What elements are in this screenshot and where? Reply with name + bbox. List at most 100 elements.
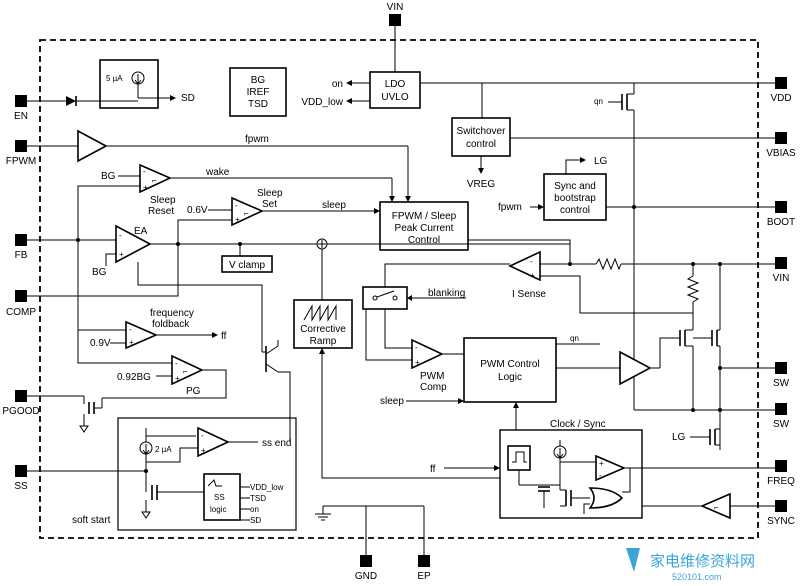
svg-text:-: - bbox=[530, 257, 533, 266]
en-diode bbox=[27, 96, 138, 106]
sync-bootstrap-line3: control bbox=[560, 205, 590, 216]
pin-vbias-label: VBIAS bbox=[766, 148, 796, 159]
svg-text:+: + bbox=[235, 215, 240, 224]
pin-comp: COMP bbox=[6, 290, 36, 318]
pin-freq: FREQ bbox=[767, 460, 795, 487]
summing-junction bbox=[316, 238, 570, 300]
lg-low-switch: LG bbox=[672, 428, 720, 446]
soft-start-current: 2 µA bbox=[155, 445, 172, 454]
ss-logic-line1: SS bbox=[214, 493, 225, 502]
ground-symbol-icon bbox=[315, 505, 425, 555]
pin-vbias: VBIAS bbox=[766, 132, 796, 159]
current-source-value: 5 µA bbox=[106, 74, 123, 83]
low-side-mosfet-top bbox=[693, 264, 721, 450]
pin-ss-label: SS bbox=[14, 481, 28, 492]
pin-fpwm-label: FPWM bbox=[6, 156, 37, 167]
sync-bootstrap-block: Sync and bootstrap control LG fpwm bbox=[498, 156, 775, 221]
pg-label: PG bbox=[186, 386, 201, 397]
sleep-set-comparator: 0.6V - + ⌐ Sleep Set sleep bbox=[177, 188, 380, 246]
pin-vdd-label: VDD bbox=[770, 93, 791, 104]
ea-label: EA bbox=[134, 226, 148, 237]
svg-text:+: + bbox=[415, 358, 420, 367]
pin-boot-label: BOOT bbox=[767, 217, 795, 228]
pgood-transistor bbox=[27, 395, 103, 433]
sleep-pwm-label: sleep bbox=[380, 396, 404, 407]
pin-fb: FB bbox=[15, 234, 28, 261]
pin-boot: BOOT bbox=[767, 201, 795, 228]
svg-text:-: - bbox=[201, 431, 204, 440]
sleep-reset-line1: Sleep bbox=[150, 195, 176, 206]
watermark-url: 520101.com bbox=[672, 572, 722, 582]
switchover-control-block: Switchover control VREG bbox=[451, 83, 775, 190]
watermark: 家电维修资料网 520101.com bbox=[626, 548, 755, 582]
fpwm-sleep-line2: Peak Current bbox=[395, 223, 454, 234]
ldo-vdd-low-label: VDD_low bbox=[301, 97, 343, 108]
ss-logic-line2: logic bbox=[210, 505, 226, 514]
svg-text:-: - bbox=[235, 201, 238, 210]
ff-label: ff bbox=[221, 331, 227, 342]
svg-text:-: - bbox=[129, 325, 132, 334]
pin-vin-top: VIN bbox=[387, 2, 403, 26]
sync-bootstrap-line2: bootstrap bbox=[554, 193, 596, 204]
blanking-switch: blanking bbox=[362, 263, 510, 361]
fpwm-sync-label: fpwm bbox=[498, 202, 522, 213]
pin-fpwm: FPWM bbox=[6, 140, 37, 167]
freq-foldback-line2: foldback bbox=[152, 319, 190, 330]
fpwm-buffer: fpwm bbox=[27, 129, 411, 202]
svg-text:⌐: ⌐ bbox=[183, 367, 188, 376]
pin-pgood-label: PGOOD bbox=[2, 406, 39, 417]
pin-vdd: VDD bbox=[770, 77, 792, 104]
watermark-text: 家电维修资料网 bbox=[650, 553, 755, 570]
fpwm-signal-label: fpwm bbox=[245, 134, 269, 145]
pin-vin-right-label: VIN bbox=[773, 273, 790, 284]
svg-text:+: + bbox=[175, 374, 180, 383]
sleep-reset-comparator: BG - + ⌐ Sleep Reset wake bbox=[77, 163, 395, 332]
lg-low-label: LG bbox=[672, 432, 686, 443]
pin-comp-label: COMP bbox=[6, 307, 36, 318]
current-source-block: 5 µA SD bbox=[99, 59, 195, 109]
pwm-control-logic-block: PWM Control Logic qn sleep bbox=[380, 334, 620, 430]
bg-block-line1: BG bbox=[251, 75, 266, 86]
pwm-comp-line1: PWM bbox=[420, 371, 444, 382]
pin-en-label: EN bbox=[14, 111, 28, 122]
ff-clock-label: ff bbox=[430, 464, 436, 475]
sync-bootstrap-line1: Sync and bbox=[554, 181, 596, 192]
current-source-output-label: SD bbox=[181, 93, 195, 104]
ldo-uvlo-block: LDO UVLO on VDD_low bbox=[301, 26, 775, 109]
ss-logic-tsd: TSD bbox=[250, 494, 266, 503]
vclamp-block: V clamp bbox=[221, 255, 273, 273]
gate-driver bbox=[619, 337, 680, 386]
bg-iref-tsd-block: BG IREF TSD bbox=[229, 67, 287, 117]
sleep-signal-label: sleep bbox=[322, 200, 346, 211]
clock-sync-block: Clock / Sync ff + - bbox=[430, 419, 775, 519]
svg-text:-: - bbox=[119, 231, 122, 240]
pin-freq-label: FREQ bbox=[767, 476, 795, 487]
pin-gnd: GND bbox=[355, 555, 377, 582]
fpwm-sleep-line1: FPWM / Sleep bbox=[392, 211, 457, 222]
pin-sync-label: SYNC bbox=[767, 516, 795, 527]
svg-text:⌐: ⌐ bbox=[714, 503, 719, 512]
pin-sw-2-label: SW bbox=[773, 419, 790, 430]
sync-bootstrap-lg-label: LG bbox=[594, 156, 608, 167]
pin-sw-1: SW bbox=[773, 362, 790, 389]
soft-start-title: soft start bbox=[72, 515, 111, 526]
ldo-line2: UVLO bbox=[381, 92, 408, 103]
svg-text:⌐: ⌐ bbox=[152, 176, 157, 185]
svg-text:+: + bbox=[201, 446, 206, 455]
pin-ss: SS bbox=[14, 465, 28, 492]
pin-pgood: PGOOD bbox=[2, 390, 40, 417]
corrective-ramp-line2: Ramp bbox=[310, 336, 337, 347]
corrective-ramp-line1: Corrective bbox=[300, 324, 346, 335]
svg-text:-: - bbox=[143, 167, 146, 176]
svg-text:+: + bbox=[143, 183, 148, 192]
bg-signal-label: BG bbox=[101, 171, 116, 182]
bg-ea-label: BG bbox=[92, 267, 107, 278]
switchover-line2: control bbox=[466, 139, 496, 150]
ldo-line1: LDO bbox=[385, 79, 406, 90]
isense-label: I Sense bbox=[512, 289, 546, 300]
v09-label: 0.9V bbox=[90, 338, 111, 349]
pwm-comparator: - + PWM Comp bbox=[411, 338, 464, 393]
pin-ep-label: EP bbox=[417, 571, 431, 582]
bg-block-line3: TSD bbox=[248, 99, 268, 110]
wake-signal-label: wake bbox=[205, 167, 230, 178]
